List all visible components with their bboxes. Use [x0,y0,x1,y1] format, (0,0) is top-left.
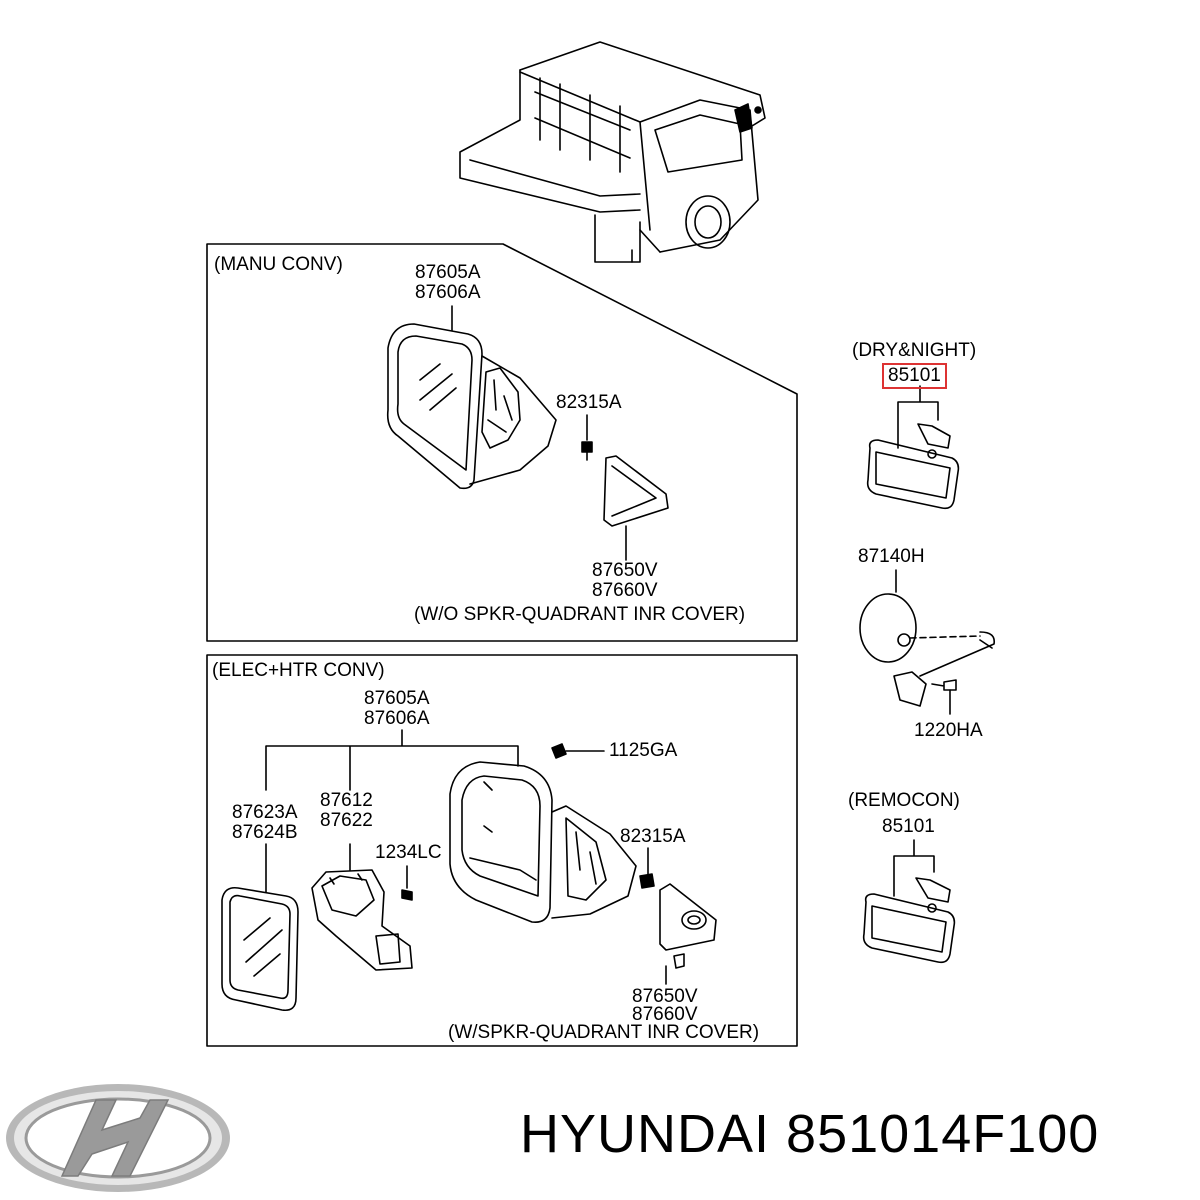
small-screw [401,865,413,901]
manual-section-title: (MANU CONV) [214,254,343,275]
electric-section-outline [206,654,798,1047]
manual-cover-part-2: 87660V [592,580,658,601]
day-night-title: (DRY&NIGHT) [852,340,977,361]
electric-quadrant-cover [659,883,717,969]
manual-screw [581,414,593,461]
manual-mirror-housing [386,323,557,490]
electric-cover-part-1: 87650V [632,986,698,1007]
electric-screw-part: 82315A [620,826,686,847]
actuator-part-1: 87612 [320,790,373,811]
part-number: 851014F100 [786,1104,1100,1164]
electric-mirror-part-2: 87606A [364,708,430,729]
manual-section-outline [206,243,798,642]
hyundai-logo-icon [6,1084,230,1192]
manual-quadrant-cover [603,455,669,527]
manual-mirror-part-2: 87606A [415,282,481,303]
inside-mirror-remocon [862,839,956,964]
brand-part-number-line: HYUNDAI 851014F100 [520,1102,1099,1166]
electric-mirror-glass [221,886,299,1012]
bolt [551,743,605,759]
electric-mirror-housing [449,761,637,924]
convex-mirror [859,569,996,715]
electric-section-title: (ELEC+HTR CONV) [212,660,385,681]
glass-part-1: 87623A [232,802,298,823]
electric-cover-part-2: 87660V [632,1004,698,1025]
electric-screw [639,847,655,889]
truck-illustration [459,41,766,263]
actuator-part-2: 87622 [320,810,373,831]
bolt-part: 1125GA [609,740,678,761]
remocon-title: (REMOCON) [848,790,960,811]
convex-mirror-screw-part: 1220HA [914,720,983,741]
day-night-part-highlighted: 85101 [882,363,947,389]
electric-cover-note: (W/SPKR-QUADRANT INR COVER) [448,1022,760,1043]
convex-mirror-part: 87140H [858,546,925,567]
electric-actuator [311,869,413,971]
manual-cover-part-1: 87650V [592,560,658,581]
inside-mirror-day-night [866,385,960,510]
electric-mirror-part-1: 87605A [364,688,430,709]
manual-mirror-part-1: 87605A [415,262,481,283]
brand-name: HYUNDAI [520,1104,771,1164]
small-screw-part: 1234LC [375,842,442,863]
remocon-part: 85101 [882,816,935,837]
glass-part-2: 87624B [232,822,298,843]
manual-cover-note: (W/O SPKR-QUADRANT INR COVER) [414,604,746,625]
manual-screw-part: 82315A [556,392,622,413]
